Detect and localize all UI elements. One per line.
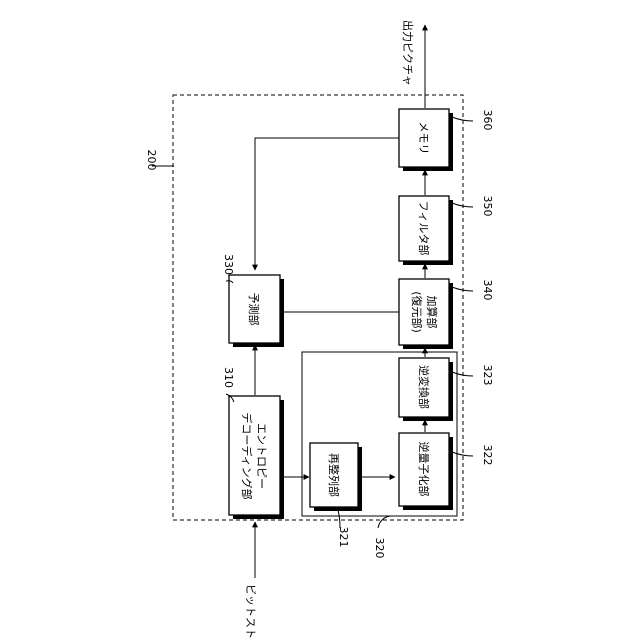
filter-ref: 350 — [481, 196, 494, 217]
input-bitstream-label: ビットストリーム — [244, 584, 257, 640]
entropy-line1: エントロピー — [255, 423, 268, 489]
entropy-line2: デコーディング部 — [240, 412, 254, 499]
rearrange-label: 再整列部 — [327, 453, 341, 497]
predict-ref: 330 — [222, 254, 235, 275]
dequant-label: 逆量子化部 — [417, 442, 431, 497]
dequant-ref: 322 — [481, 445, 494, 466]
rearrange-block: 再整列部 — [310, 443, 362, 511]
memory-block: メモリ — [399, 109, 453, 171]
memory-label: メモリ — [417, 122, 430, 155]
adder-block: 加算部 (復元部) — [399, 279, 453, 349]
adder-ref: 340 — [481, 280, 494, 301]
invtransform-label: 逆変換部 — [417, 365, 431, 409]
decoder-ref-label: 200 — [145, 150, 158, 171]
inverse-transform-block: 逆変換部 — [399, 358, 453, 421]
rearrange-ref: 321 — [337, 527, 350, 548]
entropy-decoding-block: エントロピー デコーディング部 — [229, 396, 284, 519]
adder-line2: (復元部) — [410, 291, 424, 333]
memory-ref: 360 — [481, 110, 494, 131]
adder-line1: 加算部 — [425, 296, 439, 329]
dequantization-block: 逆量子化部 — [399, 433, 453, 510]
entropy-ref: 310 — [222, 367, 235, 388]
predict-label: 予測部 — [247, 293, 261, 326]
invtransform-ref: 323 — [481, 365, 494, 386]
output-picture-label: 出力ピクチャ — [401, 20, 415, 86]
filter-label: フィルタ部 — [417, 201, 431, 256]
prediction-block: 予測部 — [229, 275, 284, 347]
filter-block: フィルタ部 — [399, 196, 453, 265]
group-ref-label: 320 — [373, 538, 386, 559]
